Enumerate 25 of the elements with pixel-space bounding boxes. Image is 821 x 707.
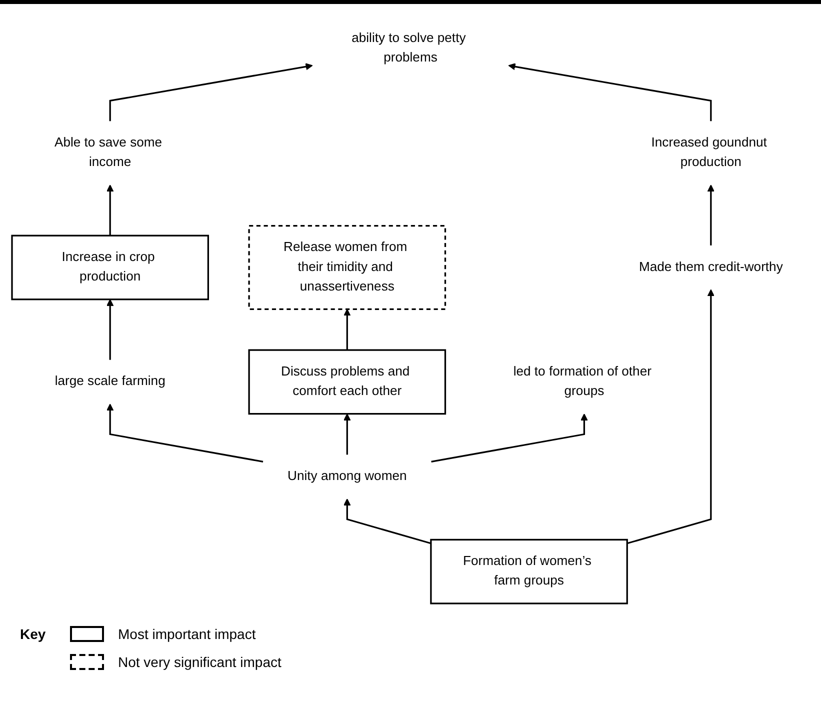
node-text: Increased goundnut production bbox=[651, 136, 767, 170]
node-text: led to formation of other groups bbox=[513, 364, 652, 398]
node-box: Discuss problems and comfort each other bbox=[248, 349, 446, 415]
legend-text: Not very significant impact bbox=[118, 654, 282, 670]
arrow bbox=[626, 289, 714, 544]
legend-text: Most important impact bbox=[118, 626, 256, 642]
node-box: Release women from their timidity and unassertiveness bbox=[248, 224, 446, 310]
arrow bbox=[106, 404, 264, 462]
arrow bbox=[344, 308, 351, 350]
arrow bbox=[344, 414, 351, 455]
arrow bbox=[508, 63, 712, 122]
node-text: Unity among women bbox=[288, 469, 407, 484]
arrow bbox=[106, 299, 114, 360]
node-text: ability to solve petty problems bbox=[352, 31, 466, 65]
key-heading: Key bbox=[20, 626, 47, 642]
arrow bbox=[431, 414, 588, 462]
arrow bbox=[106, 184, 114, 236]
node-box: Formation of women’s farm groups bbox=[430, 538, 628, 604]
node-text: Able to save some income bbox=[54, 136, 162, 170]
arrow bbox=[344, 498, 432, 544]
node-text: Made them credit-worthy bbox=[638, 260, 783, 274]
arrow bbox=[707, 184, 714, 246]
node-text: large scale farming bbox=[54, 374, 166, 388]
node-box: Increase in crop production bbox=[11, 234, 209, 300]
arrow bbox=[109, 63, 313, 122]
